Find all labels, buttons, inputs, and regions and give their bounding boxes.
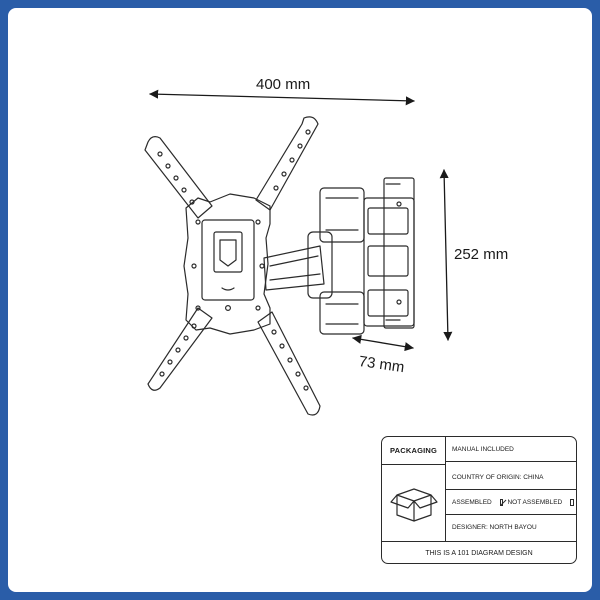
country-text: COUNTRY OF ORIGIN: CHINA: [452, 473, 544, 481]
width-label: 400 mm: [256, 76, 311, 93]
box-icon: [389, 488, 438, 522]
width-dimension-arrow: [149, 89, 415, 106]
not-assembled-text: NOT ASSEMBLED: [507, 498, 563, 506]
diagram-card: 400 mm 252 mm 73 mm PACKAGING MANUAL INC…: [8, 8, 592, 592]
designer-text: DESIGNER: NORTH BAYOU: [452, 524, 537, 531]
depth-dimension-arrow: [352, 334, 414, 352]
height-label: 252 mm: [454, 246, 509, 263]
packaging-footer: THIS IS A 101 DIAGRAM DESIGN: [382, 541, 576, 563]
manual-row: MANUAL INCLUDED: [446, 437, 576, 462]
height-dimension-arrow: [439, 169, 453, 341]
wall-bracket: [363, 177, 415, 329]
tv-mount-drawing: [144, 89, 453, 416]
swing-arm: [263, 187, 365, 335]
vesa-arm-bottom-left: [147, 307, 213, 391]
box-icon-cell: [382, 465, 446, 541]
vesa-arm-top-left: [144, 136, 213, 219]
vesa-arm-top-right: [255, 116, 319, 211]
vesa-arm-bottom-right: [257, 311, 321, 416]
country-row: COUNTRY OF ORIGIN: CHINA: [446, 465, 576, 490]
assembly-row: ASSEMBLED NOT ASSEMBLED: [446, 490, 576, 515]
designer-row: DESIGNER: NORTH BAYOU: [446, 515, 576, 540]
assembled-text: ASSEMBLED: [452, 498, 492, 506]
center-plate: [183, 193, 271, 335]
manual-text: MANUAL INCLUDED: [452, 445, 514, 453]
packaging-heading: PACKAGING: [382, 437, 446, 465]
assembled-checkbox-icon: [499, 498, 504, 506]
not-assembled-checkbox-icon: [570, 498, 574, 506]
packaging-table: PACKAGING MANUAL INCLUDED COUNTRY OF ORI…: [381, 436, 577, 564]
